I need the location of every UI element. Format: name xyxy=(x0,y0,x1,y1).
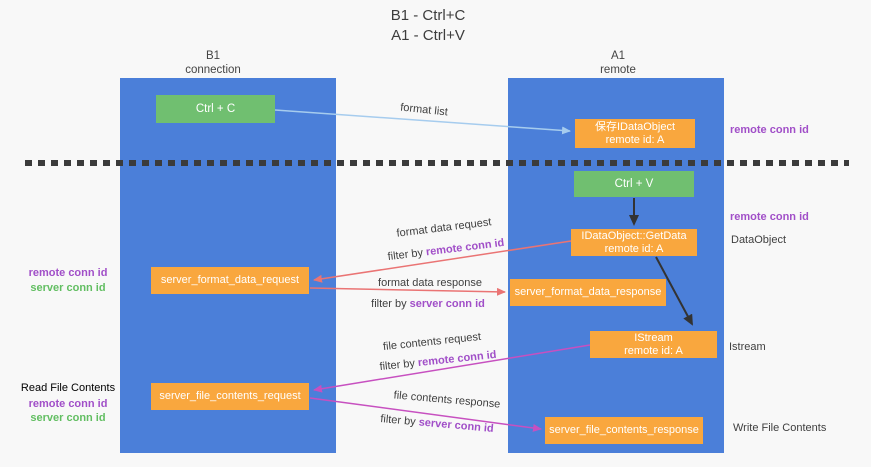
left-remote-conn-id-2: remote conn id xyxy=(28,398,108,410)
right-label-remote-conn-id-1: remote conn id xyxy=(730,124,809,136)
left-label-conn-ids-top: remote conn id server conn id xyxy=(8,266,128,296)
lane-a1-role: remote xyxy=(600,63,636,76)
node-ctrl-v: Ctrl + V xyxy=(574,171,694,197)
node-save-idataobject: 保存IDataObject remote id: A xyxy=(575,119,695,148)
right-label-istream: Istream xyxy=(729,341,766,353)
label-format-response-filter: filter by server conn id xyxy=(358,298,498,310)
node-save-idataobject-line2: remote id: A xyxy=(605,133,665,146)
title-line-2: A1 - Ctrl+V xyxy=(391,27,465,44)
node-server-format-data-response: server_format_data_response xyxy=(510,279,666,306)
label-format-request-filter: filter by remote conn id xyxy=(376,236,516,265)
clipboard-boundary-dashed-line xyxy=(25,160,849,166)
node-idataobject-getdata: IDataObject::GetData remote id: A xyxy=(571,229,697,256)
label-format-data-response: format data response xyxy=(378,277,482,289)
filter-by-text: filter by xyxy=(379,413,420,429)
left-remote-conn-id-1: remote conn id xyxy=(28,267,108,279)
node-server-format-data-request-label: server_format_data_request xyxy=(160,274,300,286)
left-server-conn-id-1: server conn id xyxy=(30,282,106,294)
node-server-format-data-response-label: server_format_data_response xyxy=(514,286,662,298)
right-label-write-file-contents: Write File Contents xyxy=(733,422,827,434)
node-istream: IStream remote id: A xyxy=(590,331,717,358)
lane-a1-name: A1 xyxy=(610,50,626,62)
left-server-conn-id-2: server conn id xyxy=(30,412,106,424)
server-conn-id-text: server conn id xyxy=(418,416,495,435)
node-idataobject-getdata-line2: remote id: A xyxy=(604,242,664,255)
label-file-contents-response: file contents response xyxy=(393,389,501,411)
right-label-dataobject: DataObject xyxy=(731,234,787,246)
node-server-file-contents-response-label: server_file_contents_response xyxy=(549,424,699,436)
node-save-idataobject-line1: 保存IDataObject xyxy=(594,120,676,133)
node-server-format-data-request: server_format_data_request xyxy=(151,267,309,294)
node-server-file-contents-response: server_file_contents_response xyxy=(545,417,703,444)
server-conn-id-text: server conn id xyxy=(409,298,485,310)
diagram-title: B1 - Ctrl+C A1 - Ctrl+V xyxy=(278,6,578,46)
node-istream-line2: remote id: A xyxy=(624,344,683,357)
filter-by-text: filter by xyxy=(379,357,419,374)
right-label-remote-conn-id-2: remote conn id xyxy=(730,211,809,223)
label-format-list: format list xyxy=(399,101,449,119)
lane-b1-name: B1 xyxy=(205,50,221,62)
left-label-conn-ids-bottom: remote conn id server conn id xyxy=(8,397,128,425)
remote-conn-id-text: remote conn id xyxy=(425,236,505,259)
node-server-file-contents-request: server_file_contents_request xyxy=(151,383,309,410)
lane-header-a1: A1 remote xyxy=(538,50,698,77)
left-label-read-file-contents: Read File Contents xyxy=(20,382,116,394)
label-file-response-filter: filter by server conn id xyxy=(367,412,508,436)
node-server-file-contents-request-label: server_file_contents_request xyxy=(159,390,301,402)
filter-by-text: filter by xyxy=(387,246,427,264)
label-format-data-request: format data request xyxy=(395,216,493,240)
node-ctrl-v-label: Ctrl + V xyxy=(614,178,654,190)
remote-conn-id-text: remote conn id xyxy=(417,348,497,370)
lane-header-b1: B1 connection xyxy=(133,50,293,77)
node-istream-line1: IStream xyxy=(634,331,673,344)
title-line-1: B1 - Ctrl+C xyxy=(390,7,466,24)
node-ctrl-c: Ctrl + C xyxy=(156,95,275,123)
node-idataobject-getdata-line1: IDataObject::GetData xyxy=(581,229,687,242)
filter-by-text: filter by xyxy=(371,298,410,310)
node-ctrl-c-label: Ctrl + C xyxy=(195,103,236,115)
lane-b1-role: connection xyxy=(185,63,241,76)
